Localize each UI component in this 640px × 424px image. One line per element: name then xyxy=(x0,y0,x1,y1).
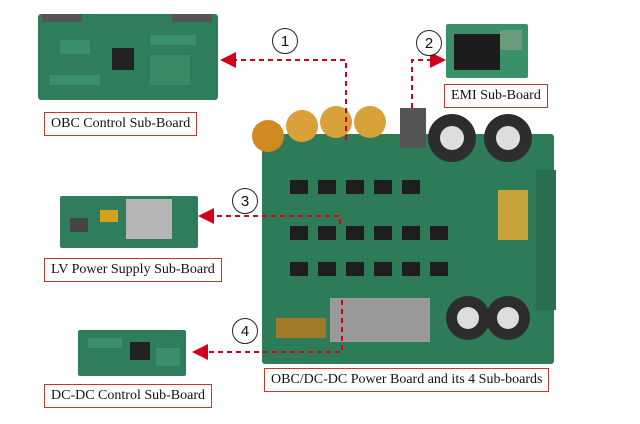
marker-1: 1 xyxy=(272,28,298,54)
dcdc-control-board-image xyxy=(78,330,186,376)
lv-power-board-image xyxy=(60,196,198,248)
main-board-label: OBC/DC-DC Power Board and its 4 Sub-boar… xyxy=(264,368,550,392)
dcdc-control-label: DC-DC Control Sub-Board xyxy=(44,384,212,408)
marker-2: 2 xyxy=(416,30,442,56)
arrow-2 xyxy=(411,52,446,108)
marker-3: 3 xyxy=(232,188,258,214)
marker-4: 4 xyxy=(232,318,258,344)
lv-power-label: LV Power Supply Sub-Board xyxy=(44,258,222,282)
obc-control-label: OBC Control Sub-Board xyxy=(44,112,198,136)
arrow-3 xyxy=(198,208,341,224)
arrows xyxy=(192,52,446,360)
emi-label: EMI Sub-Board xyxy=(444,84,548,108)
emi-board-image xyxy=(446,24,528,78)
main-power-board-image xyxy=(252,106,556,364)
obc-control-board-image xyxy=(38,14,218,100)
